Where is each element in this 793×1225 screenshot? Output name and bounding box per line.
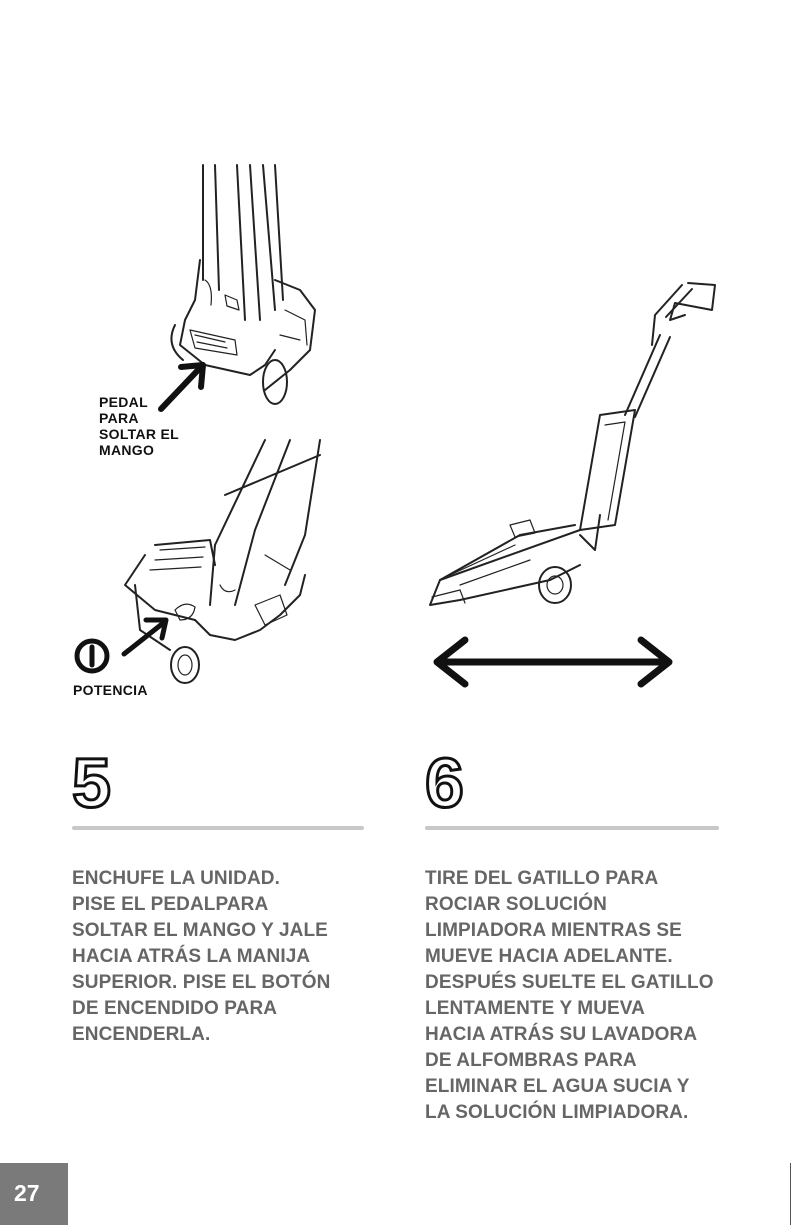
page-edge-line: [790, 1163, 791, 1225]
step-6-instructions: TIRE DEL GATILLO PARA ROCIAR SOLUCIÓN LI…: [425, 868, 714, 1123]
cleaner-power-illustration: [124, 439, 321, 684]
pedal-release-label: PEDAL PARA SOLTAR EL MANGO: [99, 394, 179, 458]
cleaner-pedal-illustration: [170, 164, 316, 405]
step-5-instructions: ENCHUFE LA UNIDAD. PISE EL PEDALPARA SOL…: [72, 868, 331, 1045]
step-6-divider: [425, 826, 719, 830]
power-label: POTENCIA: [73, 682, 148, 698]
power-icon: [74, 638, 110, 674]
cleaner-full-illustration: [429, 282, 716, 606]
callout-arrow-icon: [158, 362, 206, 412]
page-number-tab: 27: [0, 1163, 68, 1225]
step-5-divider: [72, 826, 364, 830]
double-arrow-icon: [433, 636, 673, 688]
callout-arrow-icon: [121, 617, 169, 657]
step-6-number: 6: [424, 744, 466, 822]
step-5-number: 5: [71, 744, 113, 822]
page-number: 27: [14, 1180, 40, 1206]
